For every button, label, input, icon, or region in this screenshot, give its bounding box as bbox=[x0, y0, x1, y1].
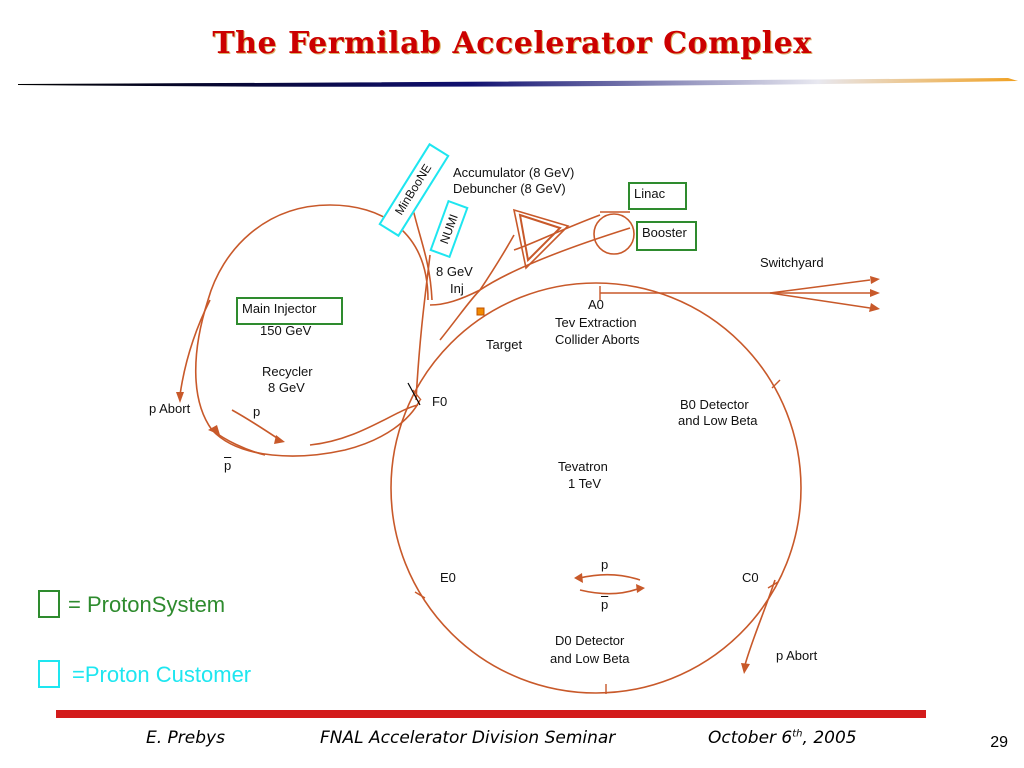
e0-label: E0 bbox=[440, 570, 456, 585]
booster-box: Booster bbox=[636, 221, 697, 251]
a0-label: A0 bbox=[588, 297, 604, 312]
main-injector-ring bbox=[194, 204, 429, 457]
proton-customer-swatch bbox=[38, 660, 60, 688]
tevatron-label: Tevatron bbox=[558, 459, 608, 474]
antiproton-center-label: p bbox=[601, 597, 609, 612]
main-injector-box: Main Injector bbox=[236, 297, 343, 325]
slide-title: The Fermilab Accelerator Complex bbox=[212, 26, 812, 61]
proton-system-legend: = ProtonSystem bbox=[68, 592, 226, 617]
target-marker bbox=[476, 307, 485, 316]
f0-label: F0 bbox=[432, 394, 448, 409]
footer-bar bbox=[56, 710, 926, 718]
debuncher-label: Debuncher (8 GeV) bbox=[453, 181, 566, 196]
recycler-label: Recycler bbox=[262, 364, 313, 379]
inj-label: Inj bbox=[450, 281, 464, 296]
d0-low-beta-label: and Low Beta bbox=[550, 651, 630, 666]
p-abort-right-label: p Abort bbox=[776, 648, 818, 663]
target-label: Target bbox=[486, 337, 523, 352]
booster-ring bbox=[593, 213, 635, 255]
accumulator-label: Accumulator (8 GeV) bbox=[453, 165, 575, 180]
c0-label: C0 bbox=[742, 570, 759, 585]
main-injector-energy-label: 150 GeV bbox=[260, 323, 312, 338]
p-abort-left-label: p Abort bbox=[149, 401, 191, 416]
tevatron-ring bbox=[390, 282, 802, 694]
proton-system-swatch bbox=[38, 590, 60, 618]
p-abort-right-line bbox=[744, 579, 776, 666]
antiproton-left-label: p bbox=[224, 458, 232, 473]
footer-seminar: FNAL Accelerator Division Seminar bbox=[320, 728, 616, 748]
recycler-energy-label: 8 GeV bbox=[268, 380, 305, 395]
collider-aborts-label: Collider Aborts bbox=[555, 332, 640, 347]
footer-date: October 6th, 2005 bbox=[708, 728, 857, 748]
page-number: 29 bbox=[990, 734, 1008, 751]
p-abort-left-line bbox=[179, 299, 211, 396]
d0-detector-label: D0 Detector bbox=[555, 633, 625, 648]
tevatron-energy-label: 1 TeV bbox=[568, 476, 602, 491]
proton-left-label: p bbox=[253, 404, 261, 419]
accumulator-ring bbox=[518, 213, 562, 263]
switchyard-label: Switchyard bbox=[760, 255, 824, 270]
proton-customer-legend: =Proton Customer bbox=[72, 662, 252, 687]
b0-low-beta-label: and Low Beta bbox=[678, 413, 758, 428]
tev-extraction-label: Tev Extraction bbox=[555, 315, 637, 330]
b0-detector-label: B0 Detector bbox=[680, 397, 749, 412]
title-underline bbox=[18, 78, 1018, 87]
linac-box: Linac bbox=[628, 182, 687, 210]
proton-center-label: p bbox=[601, 557, 609, 572]
inj-energy-label: 8 GeV bbox=[436, 264, 473, 279]
footer-author: E. Prebys bbox=[146, 728, 225, 748]
